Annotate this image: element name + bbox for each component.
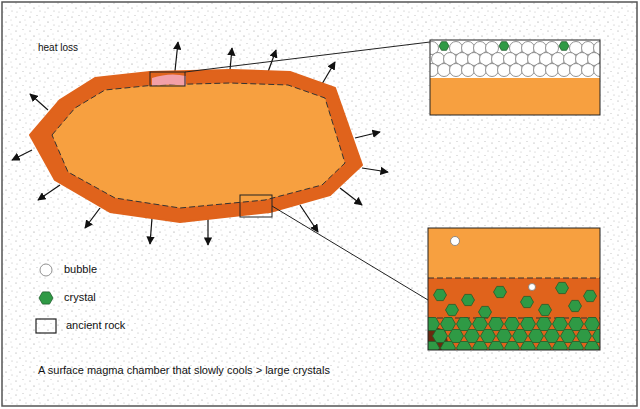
crystal-symbol <box>545 330 560 343</box>
bubble-symbol <box>510 64 523 77</box>
crystal-symbol <box>499 42 509 51</box>
inset-frame <box>430 40 600 115</box>
heat-arrow <box>12 150 32 160</box>
crystal-symbol <box>556 282 569 293</box>
bubble-symbol <box>534 64 547 77</box>
bubble-symbol <box>558 64 571 77</box>
bubble-symbol <box>522 64 535 77</box>
crystal-symbol <box>479 306 492 317</box>
label-text: heat loss <box>38 42 78 54</box>
bubble-symbol <box>486 64 499 77</box>
inset-foam <box>430 40 600 78</box>
crystal-symbol <box>513 330 528 343</box>
bubble-symbol <box>450 64 463 77</box>
crystal-symbol <box>489 318 504 331</box>
heat-arrow <box>150 218 152 244</box>
crystal-symbol <box>462 294 475 305</box>
legend-samples <box>36 264 56 333</box>
bubble-symbol <box>438 64 451 77</box>
bubble-symbol <box>529 284 536 291</box>
zoom-box <box>240 195 272 217</box>
heat-arrow <box>30 94 48 110</box>
bubble-symbol <box>546 64 559 77</box>
heat-arrow <box>38 185 60 200</box>
heat-arrow <box>85 208 100 228</box>
crystal-symbol <box>441 318 456 331</box>
crystal-symbol <box>465 330 480 343</box>
ancient-rock-symbol <box>36 319 56 333</box>
legend-text: ancient rock <box>66 319 125 332</box>
crystal-symbol <box>537 318 552 331</box>
zoom-line <box>185 42 430 72</box>
legend-text: crystal <box>64 291 96 304</box>
zoom-line <box>272 206 428 300</box>
crystal-symbol <box>569 300 582 311</box>
crystal-symbol <box>585 342 600 351</box>
crystal-symbol <box>584 290 597 301</box>
bubble-symbol <box>462 64 475 77</box>
crystal-symbol <box>428 318 440 331</box>
crystal-symbol <box>473 318 488 331</box>
crystal-symbol <box>446 304 459 315</box>
bubble-symbol <box>498 64 511 77</box>
heat-arrow <box>322 62 335 84</box>
bubble-symbol <box>474 64 487 77</box>
crystal-symbol <box>561 330 576 343</box>
crystal-symbol <box>521 318 536 331</box>
crystal-symbol <box>433 330 448 343</box>
crystal-symbol <box>457 342 472 351</box>
heat-loss-arrows <box>12 42 388 245</box>
crystal-symbol <box>593 330 601 343</box>
heat-arrow <box>207 219 208 245</box>
crystal-symbol <box>521 296 534 307</box>
bubble-symbol <box>582 64 595 77</box>
crystal-symbol <box>569 318 584 331</box>
crystal-symbol <box>449 330 464 343</box>
crystal-symbol <box>457 318 472 331</box>
bubble-zone <box>152 74 186 86</box>
crystal-symbol <box>553 318 568 331</box>
zoom-box <box>150 72 185 86</box>
crystal-symbol <box>559 42 569 51</box>
chamber-rim <box>30 70 362 222</box>
crystal-symbol <box>481 330 496 343</box>
bubble-symbol <box>570 64 583 77</box>
crystal-symbol <box>497 330 512 343</box>
bubble-symbol <box>594 64 601 77</box>
crystal-symbol <box>473 342 488 351</box>
heat-arrow <box>362 168 388 172</box>
inset-rim <box>428 278 600 350</box>
crystal-symbol <box>577 330 592 343</box>
crystal-symbol <box>434 289 447 300</box>
crystal-symbol <box>553 342 568 351</box>
heat-arrow <box>175 42 178 71</box>
crystal-symbol <box>489 342 504 351</box>
chamber-melt <box>52 83 345 208</box>
bubble-symbol <box>451 237 460 246</box>
inset-melt <box>428 228 600 350</box>
crystal-symbol <box>428 342 440 351</box>
crystal-symbol <box>585 318 600 331</box>
heat-arrow <box>355 132 380 138</box>
crystal-symbol <box>39 292 53 304</box>
crystal-symbol <box>439 42 449 51</box>
crystal-symbol <box>537 342 552 351</box>
inset-frame <box>428 228 600 350</box>
crystal-symbol <box>505 318 520 331</box>
crystal-symbol <box>521 342 536 351</box>
crystal-symbol <box>494 286 507 297</box>
caption-text: A surface magma chamber that slowly cool… <box>38 364 330 377</box>
crystal-symbol <box>441 342 456 351</box>
inset-melt <box>430 40 600 115</box>
legend-text: bubble <box>64 263 97 276</box>
crystal-symbol <box>539 304 552 315</box>
heat-arrow <box>340 188 362 205</box>
crystal-symbol <box>505 342 520 351</box>
crystal-symbol <box>529 330 544 343</box>
crystal-symbol <box>569 342 584 351</box>
bubble-symbol <box>40 264 52 276</box>
